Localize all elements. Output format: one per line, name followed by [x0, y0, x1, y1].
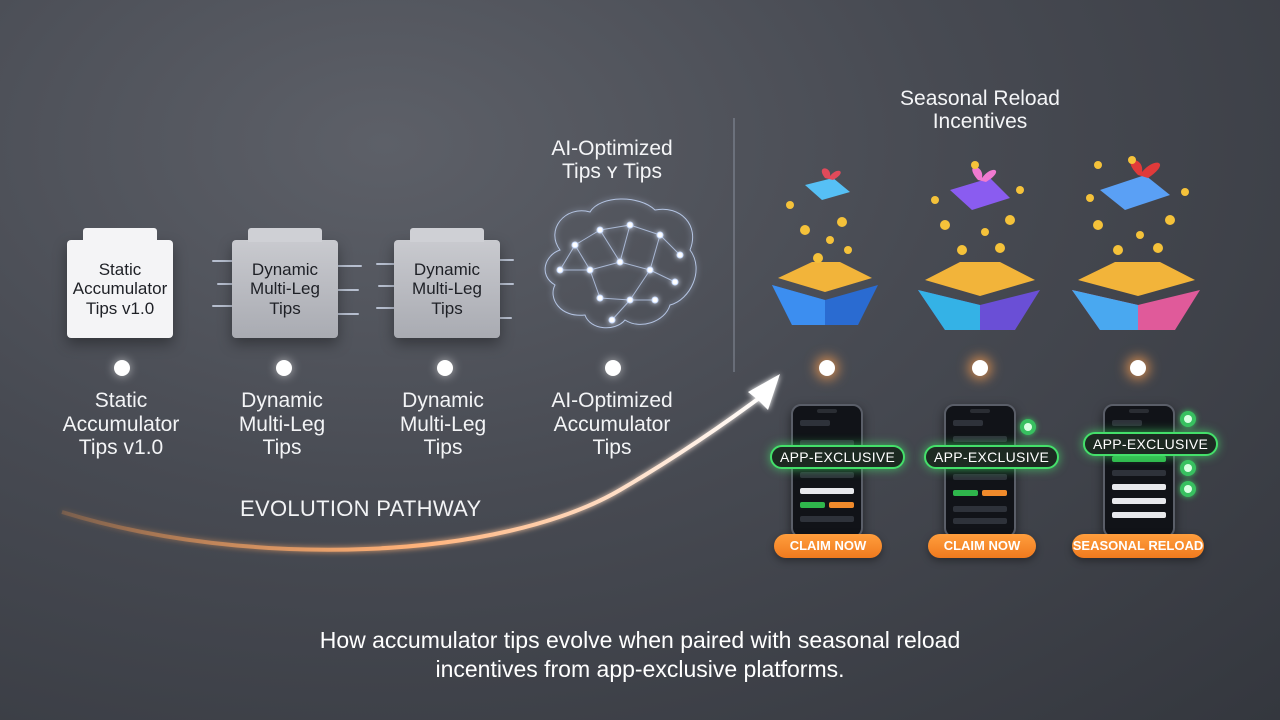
stage-line-2: Accumulator	[62, 412, 180, 436]
smartphone-icon	[944, 404, 1016, 538]
card-static: Static Accumulator Tips v1.0	[67, 228, 173, 338]
ai-heading-line-2: Tips ʏ Tips	[562, 159, 662, 183]
app-exclusive-badge: APP-EXCLUSIVE	[1083, 432, 1219, 456]
card-line-3: Tips	[269, 298, 301, 318]
caption-line-1: How accumulator tips evolve when paired …	[319, 627, 961, 653]
card-text: Dynamic Multi-Leg Tips	[250, 260, 320, 319]
card-dynamic-1: Dynamic Multi-Leg Tips	[232, 228, 338, 338]
seasonal-heading-line-2: Incentives	[932, 109, 1028, 133]
card-line-1: Dynamic	[413, 259, 481, 279]
stage-label-dynamic-1: Dynamic Multi-Leg Tips	[207, 389, 357, 460]
seasonal-reload-button[interactable]: SEASONAL RELOAD	[1072, 534, 1204, 558]
stage-line-2: Accumulator	[553, 412, 671, 436]
stage-line-1: Static	[94, 389, 148, 412]
ai-heading: AI-Optimized Tips ʏ Tips	[532, 137, 692, 183]
caption: How accumulator tips evolve when paired …	[190, 626, 1090, 684]
chip-icon	[1180, 481, 1196, 497]
arrow-icon	[748, 374, 780, 410]
smartphone-icon	[1103, 404, 1175, 538]
phone-notch	[1129, 409, 1149, 413]
seasonal-heading: Seasonal Reload Incentives	[880, 87, 1080, 133]
stage-line-3: Tips v1.0	[78, 436, 164, 460]
chip-icon	[1180, 460, 1196, 476]
smartphone-icon	[791, 404, 863, 538]
seasonal-heading-line-1: Seasonal Reload	[900, 87, 1060, 110]
card-line-1: Static	[98, 259, 142, 279]
card-dynamic-2: Dynamic Multi-Leg Tips	[394, 228, 500, 338]
stage-line-2: Multi-Leg	[238, 412, 326, 436]
card-text: Static Accumulator Tips v1.0	[73, 260, 167, 319]
claim-now-button[interactable]: CLAIM NOW	[928, 534, 1036, 558]
stage-label-dynamic-2: Dynamic Multi-Leg Tips	[368, 389, 518, 460]
timeline-dot	[1130, 360, 1146, 376]
stage-line-1: Dynamic	[402, 389, 484, 412]
card-tab	[83, 228, 157, 242]
card-text: Dynamic Multi-Leg Tips	[412, 260, 482, 319]
timeline-dot	[276, 360, 292, 376]
phone-notch	[970, 409, 990, 413]
timeline-dot	[605, 360, 621, 376]
timeline-dot	[819, 360, 835, 376]
chip-icon	[1180, 411, 1196, 427]
card-line-3: Tips v1.0	[85, 298, 155, 318]
timeline-dot	[972, 360, 988, 376]
card-line-2: Multi-Leg	[412, 279, 482, 299]
claim-now-button[interactable]: CLAIM NOW	[774, 534, 882, 558]
card-tab	[410, 228, 484, 242]
gift-box-coins-icon	[772, 156, 1200, 330]
stage-line-2: Multi-Leg	[399, 412, 487, 436]
card-line-2: Multi-Leg	[250, 279, 320, 299]
evolution-pathway-label: EVOLUTION PATHWAY	[240, 496, 482, 521]
stage-line-1: Dynamic	[241, 389, 323, 412]
app-exclusive-badge: APP-EXCLUSIVE	[770, 445, 906, 469]
stage-line-3: Tips	[592, 436, 632, 460]
timeline-dot	[114, 360, 130, 376]
card-line-2: Accumulator	[72, 279, 168, 299]
app-exclusive-badge: APP-EXCLUSIVE	[924, 445, 1060, 469]
card-tab	[248, 228, 322, 242]
brain-network-icon	[544, 198, 697, 329]
evolution-arrow-path	[61, 388, 772, 552]
stage-line-3: Tips	[262, 436, 302, 460]
stage-label-ai: AI-Optimized Accumulator Tips	[537, 389, 687, 460]
card-line-1: Dynamic	[251, 259, 319, 279]
stage-label-static: Static Accumulator Tips v1.0	[46, 389, 196, 460]
ai-heading-line-1: AI-Optimized	[551, 137, 673, 160]
card-line-3: Tips	[431, 298, 463, 318]
caption-line-2: incentives from app-exclusive platforms.	[435, 655, 845, 682]
timeline-dot	[437, 360, 453, 376]
stage-line-3: Tips	[423, 436, 463, 460]
stage-line-1: AI-Optimized	[551, 389, 673, 412]
chip-icon	[1020, 419, 1036, 435]
phone-notch	[817, 409, 837, 413]
